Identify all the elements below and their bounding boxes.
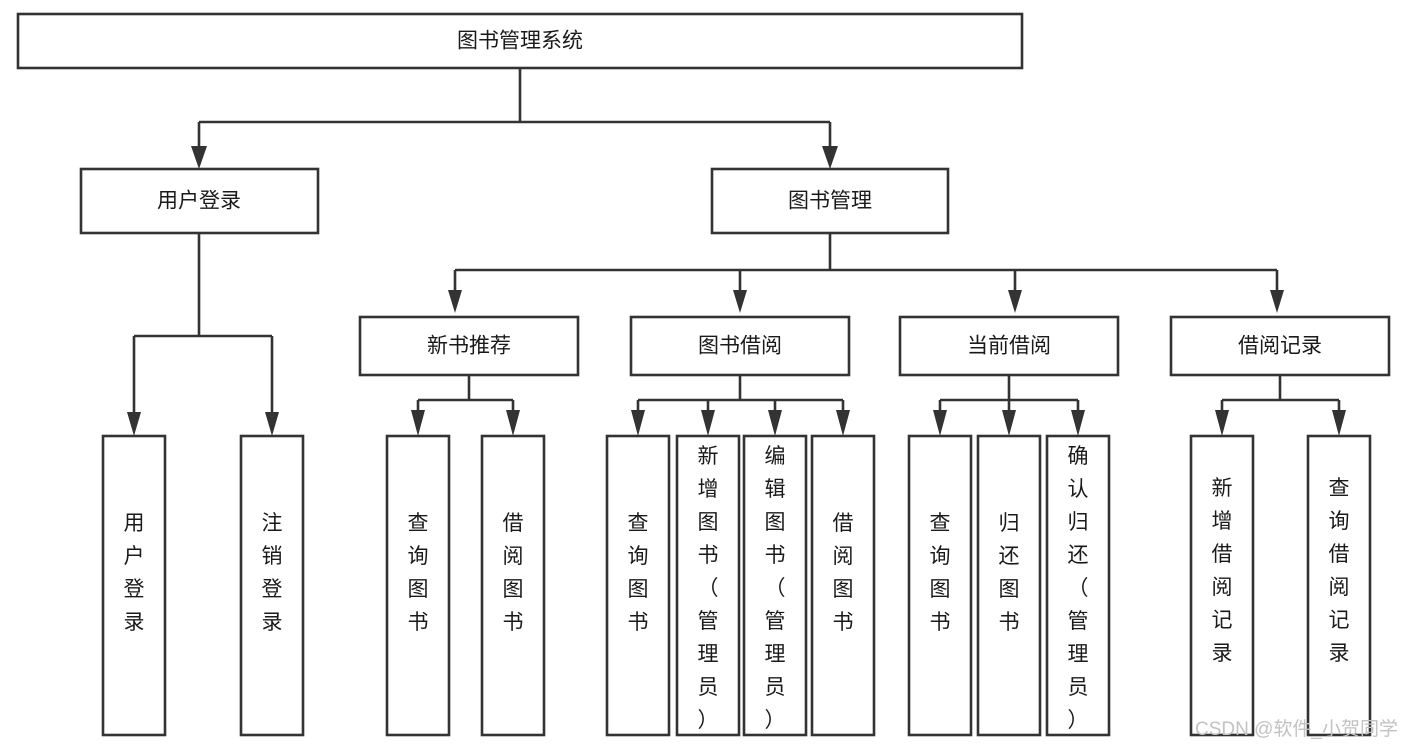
leaf-node-borrow-query-book-label: 查询图书 [628, 512, 649, 634]
node-book-management-box[interactable] [710, 167, 950, 235]
leaf-node-recommend-borrow-book[interactable]: 借阅图书 [480, 434, 546, 737]
leaf-node-add-borrow-record[interactable]: 新增借阅记录 [1189, 434, 1255, 737]
leaf-node-user-login[interactable]: 用户登录 [101, 434, 167, 737]
leaf-node-return-book-label: 归还图书 [999, 512, 1020, 634]
arrow-head-leaf-query-book-b [631, 410, 645, 436]
leaf-node-edit-book-box[interactable] [742, 434, 808, 737]
leaf-node-add-borrow-record-label: 新增借阅记录 [1212, 477, 1233, 665]
leaf-node-user-login-box[interactable] [101, 434, 167, 737]
leaf-node-add-borrow-record-box[interactable] [1189, 434, 1255, 737]
leaf-node-user-login-label: 用户登录 [124, 512, 145, 634]
leaf-node-confirm-return-box[interactable] [1045, 434, 1111, 737]
leaf-node-query-borrow-record-box[interactable] [1306, 434, 1372, 737]
arrow-head-current-borrow [1008, 290, 1022, 313]
arrow-head-leaf-logout [265, 412, 279, 436]
leaf-node-current-query-book-label: 查询图书 [930, 512, 951, 634]
arrow-head-leaf-query-record [1332, 410, 1346, 436]
arrow-head-leaf-user-login [127, 412, 141, 436]
leaf-node-logout-box[interactable] [239, 434, 305, 737]
leaf-node-return-book-box[interactable] [976, 434, 1042, 737]
node-book-borrow-label: 图书借阅 [698, 335, 782, 358]
node-book-borrow[interactable]: 图书借阅 [629, 315, 851, 377]
node-root-box[interactable] [16, 12, 1024, 70]
arrow-head-leaf-borrow-book-a [506, 410, 520, 436]
node-new-book-recommend-box[interactable] [358, 315, 580, 377]
node-root-label: 图书管理系统 [457, 30, 583, 53]
arrow-head-book-mgmt [822, 146, 838, 169]
node-user-login[interactable]: 用户登录 [79, 167, 320, 235]
leaf-node-add-book-label: 新增图书（管理员） [698, 445, 719, 732]
connector-group-user-login [127, 233, 279, 436]
node-borrow-record[interactable]: 借阅记录 [1169, 315, 1391, 377]
connector-group-borrow-record [1215, 375, 1346, 436]
node-root[interactable]: 图书管理系统 [16, 12, 1024, 70]
node-borrow-record-box[interactable] [1169, 315, 1391, 377]
leaf-node-recommend-query-book[interactable]: 查询图书 [385, 434, 451, 737]
arrow-head-user-login [191, 146, 207, 169]
leaf-node-confirm-return-label: 确认归还（管理员） [1068, 445, 1089, 732]
leaf-node-add-book-box[interactable] [675, 434, 741, 737]
leaf-node-borrow-query-book[interactable]: 查询图书 [605, 434, 671, 737]
leaf-node-edit-book[interactable]: 编辑图书（管理员） [742, 434, 808, 737]
leaf-node-query-borrow-record[interactable]: 查询借阅记录 [1306, 434, 1372, 737]
arrow-head-book-borrow [733, 290, 747, 313]
leaf-node-recommend-borrow-book-box[interactable] [480, 434, 546, 737]
node-current-borrow-label: 当前借阅 [967, 335, 1051, 358]
leaf-node-borrow-borrow-book-label: 借阅图书 [833, 512, 854, 634]
leaf-node-confirm-return[interactable]: 确认归还（管理员） [1045, 434, 1111, 737]
arrow-head-leaf-query-book-c [933, 410, 947, 436]
leaf-node-add-book[interactable]: 新增图书（管理员） [675, 434, 741, 737]
arrow-head-borrow-record [1270, 290, 1284, 313]
leaf-node-current-query-book[interactable]: 查询图书 [907, 434, 973, 737]
connector-group-book-borrow [631, 375, 850, 436]
node-book-management[interactable]: 图书管理 [710, 167, 950, 235]
leaf-node-borrow-borrow-book-box[interactable] [810, 434, 876, 737]
node-current-borrow-box[interactable] [898, 315, 1120, 377]
leaf-node-logout-label: 注销登录 [262, 512, 283, 634]
node-current-borrow[interactable]: 当前借阅 [898, 315, 1120, 377]
arrow-head-leaf-return-book [1002, 410, 1016, 436]
node-new-book-recommend[interactable]: 新书推荐 [358, 315, 580, 377]
leaf-node-recommend-query-book-label: 查询图书 [408, 512, 429, 634]
connector-group-book-mgmt [448, 233, 1284, 313]
leaf-node-logout[interactable]: 注销登录 [239, 434, 305, 737]
leaf-node-borrow-query-book-box[interactable] [605, 434, 671, 737]
node-new-book-recommend-label: 新书推荐 [427, 335, 511, 358]
connector-group-new-book-recommend [411, 375, 520, 436]
leaf-node-borrow-borrow-book[interactable]: 借阅图书 [810, 434, 876, 737]
arrow-head-leaf-edit-book [768, 410, 782, 436]
watermark-label: CSDN @软件_小贺同学 [1195, 718, 1398, 740]
leaf-node-return-book[interactable]: 归还图书 [976, 434, 1042, 737]
node-book-borrow-box[interactable] [629, 315, 851, 377]
connector-group-current-borrow [933, 375, 1085, 436]
arrow-head-leaf-query-book-a [411, 410, 425, 436]
leaf-node-query-borrow-record-label: 查询借阅记录 [1329, 477, 1350, 665]
leaf-node-recommend-borrow-book-label: 借阅图书 [503, 512, 524, 634]
node-user-login-label: 用户登录 [157, 190, 241, 213]
arrow-head-leaf-add-record [1215, 410, 1229, 436]
node-book-management-label: 图书管理 [788, 190, 872, 213]
connector-group-root [191, 68, 838, 169]
leaf-node-recommend-query-book-box[interactable] [385, 434, 451, 737]
arrow-head-leaf-borrow-book-b [836, 410, 850, 436]
arrow-head-leaf-confirm-return [1071, 410, 1085, 436]
arrow-head-new-book-recommend [448, 290, 462, 313]
arrow-head-leaf-add-book [701, 410, 715, 436]
node-borrow-record-label: 借阅记录 [1238, 335, 1322, 358]
leaf-node-current-query-book-box[interactable] [907, 434, 973, 737]
node-user-login-box[interactable] [79, 167, 320, 235]
leaf-node-edit-book-label: 编辑图书（管理员） [765, 445, 786, 732]
